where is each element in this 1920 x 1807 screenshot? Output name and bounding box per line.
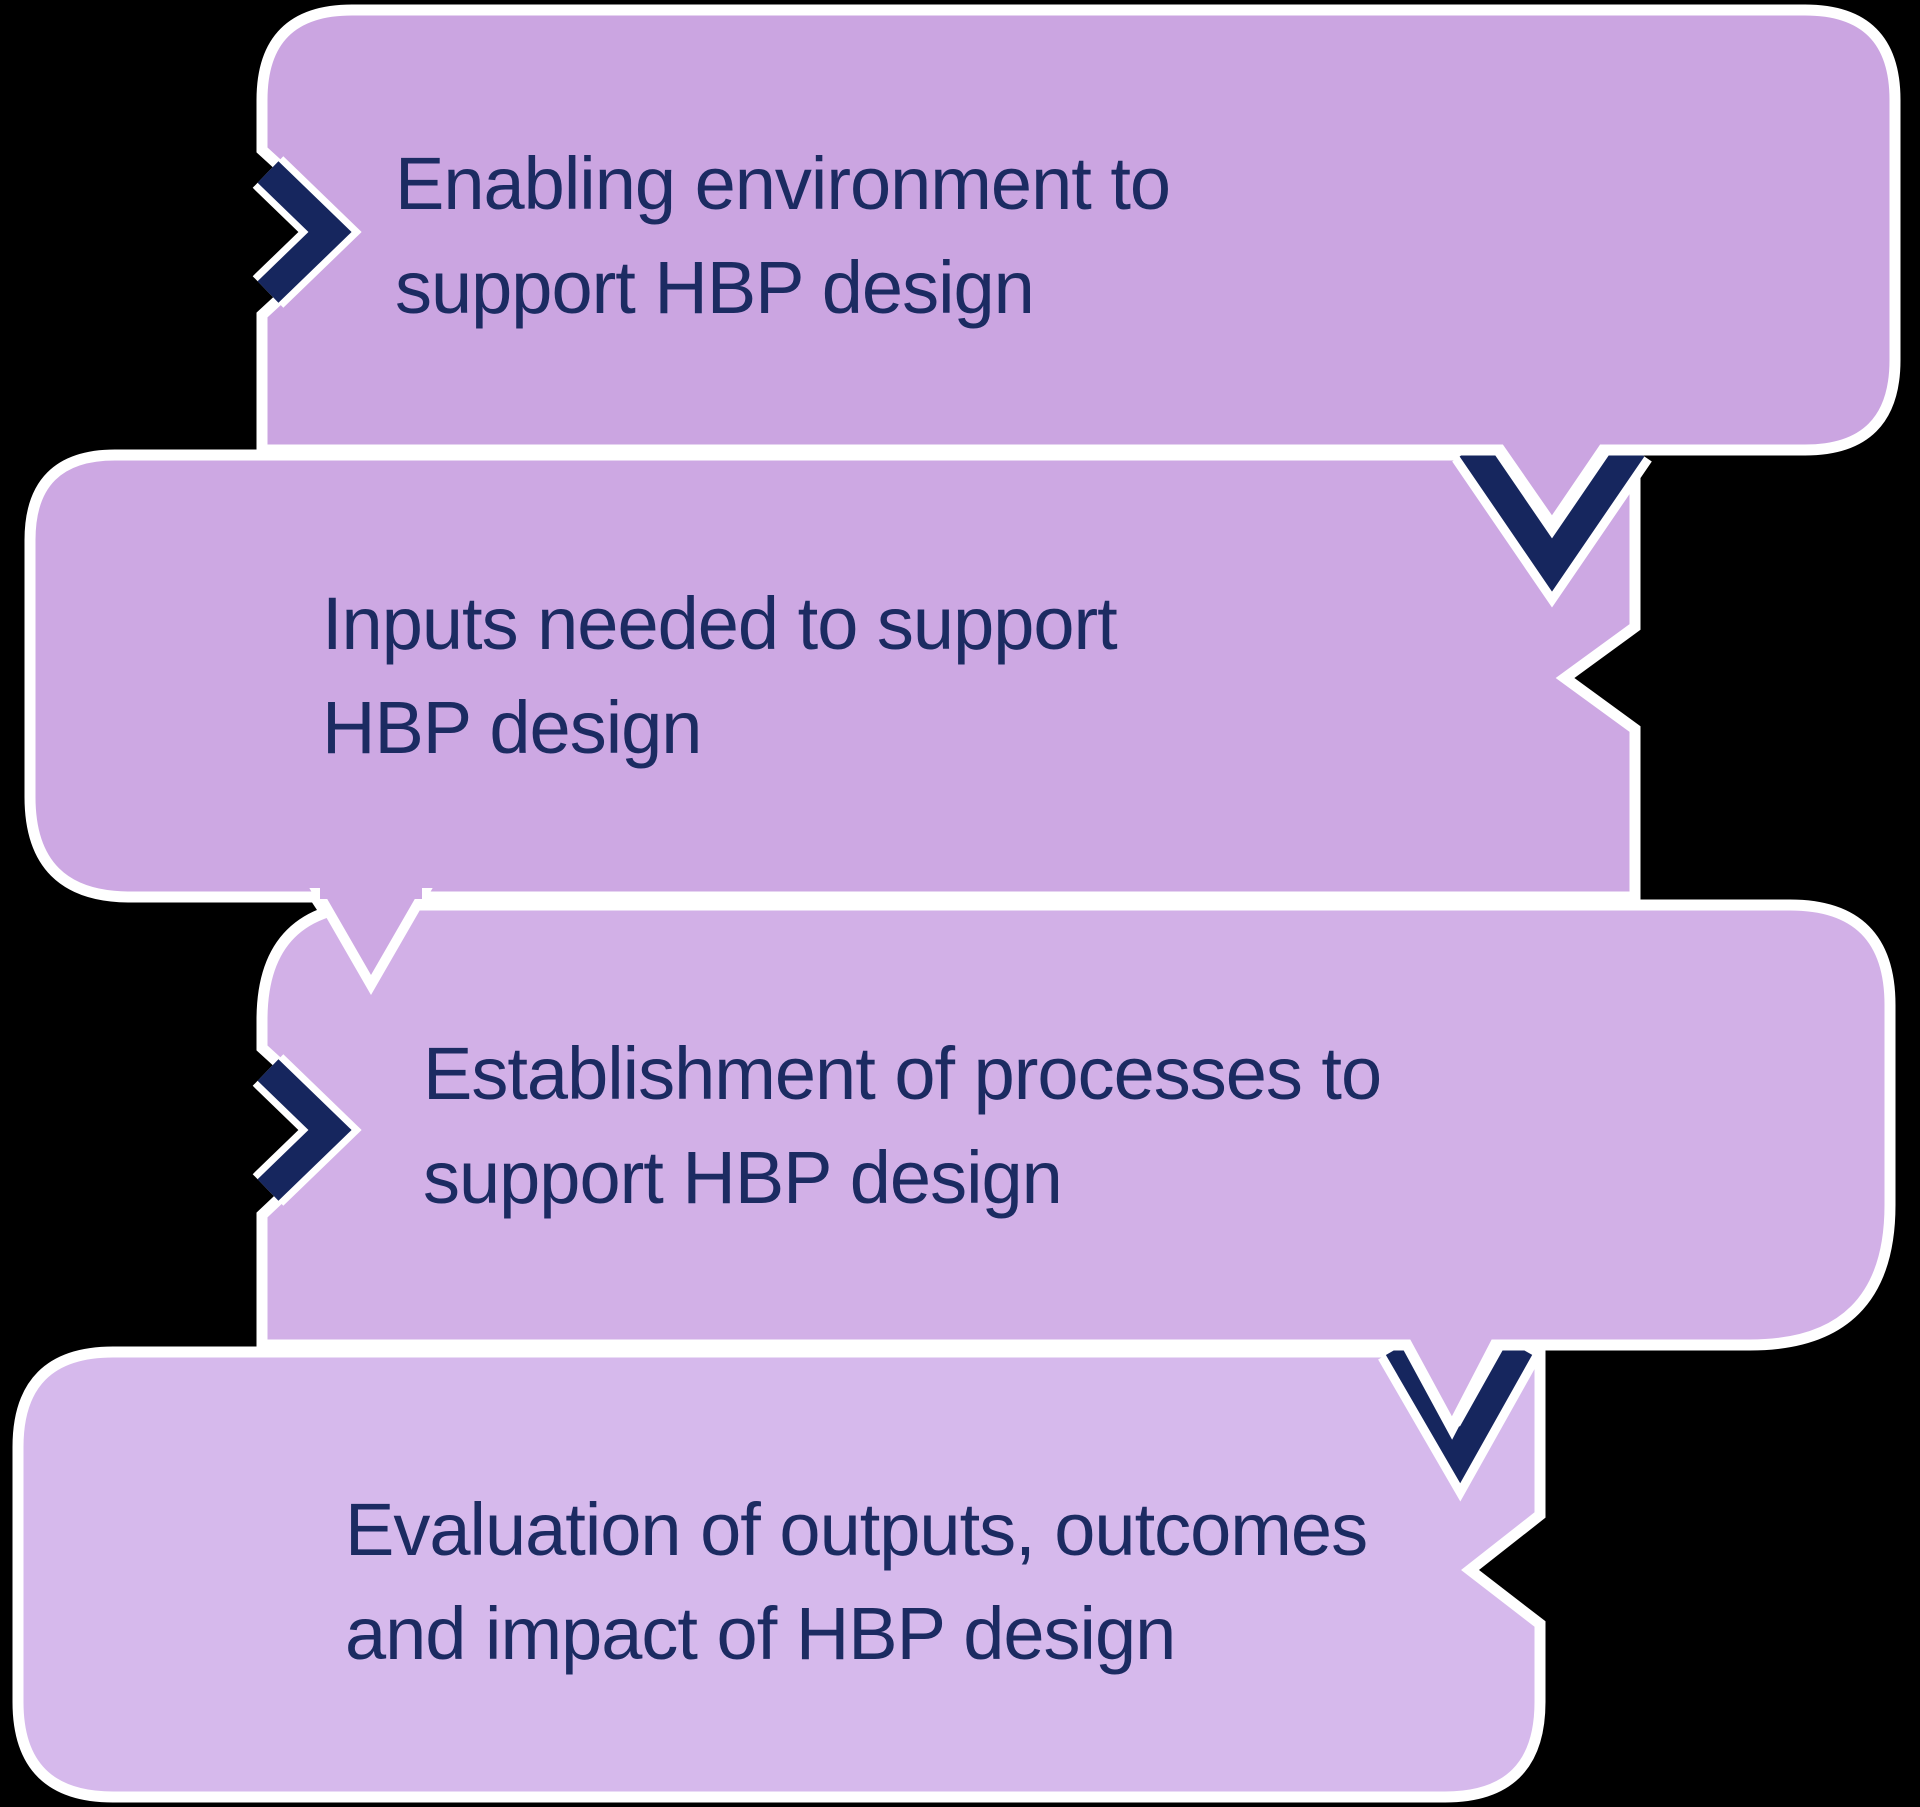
flow-step-4-line-1: Evaluation of outputs, outcomes bbox=[345, 1488, 1368, 1571]
chevron-right-icon-3 bbox=[252, 1054, 362, 1206]
flow-step-3-label: Establishment of processes to support HB… bbox=[423, 1022, 1382, 1230]
flow-step-4-shape bbox=[12, 1346, 1546, 1803]
flow-step-3-line-2: support HBP design bbox=[423, 1136, 1063, 1219]
flow-step-3-shape bbox=[256, 899, 1896, 1440]
flow-step-1-label: Enabling environment to support HBP desi… bbox=[395, 132, 1171, 340]
chevron-down-icon-1 bbox=[1452, 434, 1652, 608]
flow-step-3-line-1: Establishment of processes to bbox=[423, 1032, 1382, 1115]
flow-step-4-line-2: and impact of HBP design bbox=[345, 1592, 1176, 1675]
flow-step-2-line-2: HBP design bbox=[322, 686, 702, 769]
flow-step-2-line-1: Inputs needed to support bbox=[322, 582, 1118, 665]
chevron-down-icon-2 bbox=[1378, 1336, 1541, 1502]
chevron-right-icon-1 bbox=[252, 156, 362, 308]
flow-step-2-tail bbox=[309, 876, 433, 996]
flow-step-2-label: Inputs needed to support HBP design bbox=[322, 572, 1118, 780]
flow-step-4-label: Evaluation of outputs, outcomes and impa… bbox=[345, 1478, 1368, 1686]
flow-step-1-shape bbox=[256, 4, 1901, 535]
flow-step-1-line-2: support HBP design bbox=[395, 246, 1035, 329]
flow-step-1-line-1: Enabling environment to bbox=[395, 142, 1171, 225]
